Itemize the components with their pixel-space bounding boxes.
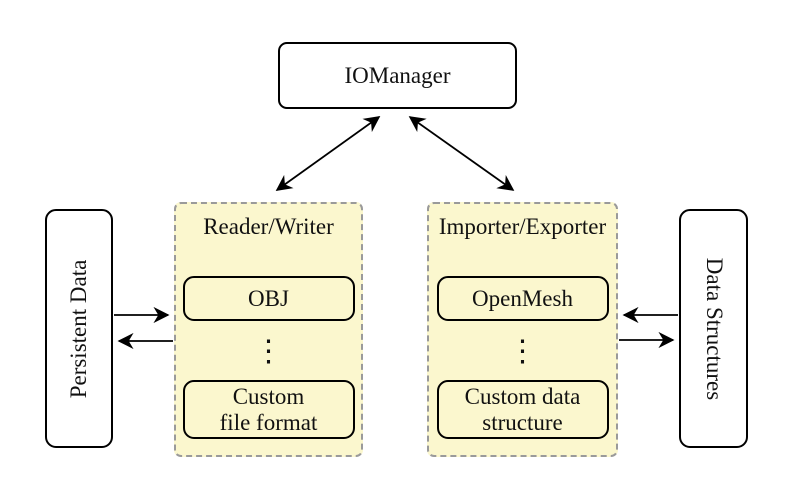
persistent-data-label: Persistent Data [66,259,91,398]
node-obj: OBJ [182,276,355,321]
group-importer-exporter: Importer/Exporter OpenMesh ⋮ Custom data… [427,202,618,457]
custom-data-structure-line1: Custom data [464,383,581,409]
custom-data-structure-line2: structure [482,409,563,435]
node-openmesh: OpenMesh [436,276,609,321]
data-structures-label: Data Structures [701,257,727,400]
vertical-ellipsis: ⋮ [507,335,538,368]
obj-label: OBJ [248,285,289,311]
custom-file-format-line1: Custom [232,383,305,409]
node-custom-file-format: Custom file format [182,380,355,439]
node-custom-data-structure: Custom data structure [436,380,609,439]
custom-file-format-line2: file format [219,409,318,435]
openmesh-label: OpenMesh [472,285,573,311]
arrow-iomanager-readerwriter [275,116,381,191]
iomanager-label: IOManager [344,62,451,88]
group-reader-writer: Reader/Writer OBJ ⋮ Custom file format [174,202,363,457]
node-data-structures: Data Structures [679,209,748,448]
group-reader-writer-title: Reader/Writer [203,214,334,239]
node-iomanager: IOManager [278,42,517,109]
vertical-ellipsis: ⋮ [253,335,284,368]
group-importer-exporter-title: Importer/Exporter [438,214,607,239]
node-persistent-data: Persistent Data [45,209,113,448]
arrow-iomanager-importerexporter [408,116,515,191]
